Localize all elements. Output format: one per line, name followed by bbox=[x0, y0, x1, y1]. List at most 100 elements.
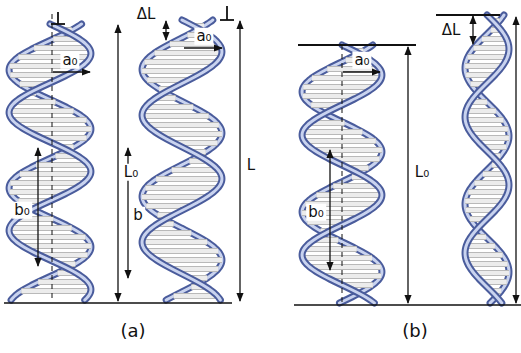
base-pair bbox=[172, 168, 219, 172]
base-pair bbox=[9, 226, 71, 230]
length-label: L₀ bbox=[413, 164, 431, 181]
base-pair bbox=[34, 45, 89, 51]
base-pair bbox=[156, 177, 222, 181]
base-pair bbox=[155, 51, 222, 55]
dimension-arrow bbox=[165, 21, 166, 40]
base-pair bbox=[302, 130, 362, 134]
panel-label: (b) bbox=[400, 321, 429, 341]
length-change: ΔL bbox=[135, 6, 158, 23]
top-line bbox=[436, 14, 500, 16]
base-pair bbox=[11, 235, 85, 239]
helix-group bbox=[9, 15, 509, 303]
base-pair bbox=[465, 199, 503, 203]
base-pair bbox=[21, 289, 90, 293]
dimension-arrow bbox=[407, 47, 408, 303]
dimension-arrow bbox=[53, 71, 90, 72]
base-pair bbox=[9, 109, 73, 113]
axis-line bbox=[52, 14, 53, 300]
base-pair bbox=[38, 280, 88, 284]
base-pair bbox=[147, 122, 219, 128]
baseline bbox=[4, 302, 232, 303]
base-pair bbox=[11, 234, 85, 240]
dna-helix bbox=[465, 15, 509, 303]
dimension-arrow bbox=[343, 71, 380, 72]
base-pair bbox=[303, 85, 374, 89]
base-pair bbox=[36, 163, 88, 167]
base-pair bbox=[468, 261, 508, 267]
panel-label: (a) bbox=[118, 321, 147, 341]
base-pair bbox=[146, 186, 218, 190]
base-pair bbox=[9, 108, 73, 114]
dimension-arrow bbox=[184, 47, 222, 48]
base-pair bbox=[302, 256, 372, 260]
base-pair bbox=[145, 59, 217, 65]
base-pair bbox=[310, 264, 381, 270]
base-pair bbox=[142, 113, 209, 119]
guide-group bbox=[4, 6, 521, 305]
radius-label: a₀ bbox=[60, 52, 79, 69]
base-pair bbox=[142, 195, 207, 199]
strand-fill bbox=[142, 20, 222, 300]
end-tick bbox=[57, 12, 59, 24]
base-pair bbox=[314, 148, 382, 152]
base-pair bbox=[10, 181, 83, 185]
length-change: ΔL bbox=[440, 22, 463, 39]
top-line bbox=[298, 44, 416, 46]
base-pair bbox=[465, 252, 502, 258]
base-pair bbox=[34, 46, 89, 50]
strand-fill bbox=[9, 24, 91, 300]
baseline bbox=[294, 304, 521, 305]
base-pair bbox=[317, 192, 382, 198]
strand-fill bbox=[9, 24, 91, 300]
dimension-arrow bbox=[37, 148, 38, 266]
dimension-arrow bbox=[329, 150, 330, 270]
strand-fill bbox=[465, 15, 509, 303]
base-pair bbox=[20, 172, 91, 176]
strand-outline bbox=[465, 15, 509, 303]
base-pair bbox=[304, 139, 376, 143]
base-pair bbox=[146, 249, 218, 253]
dna-helix bbox=[9, 24, 91, 300]
base-pair bbox=[466, 108, 496, 114]
base-pair bbox=[146, 185, 218, 191]
base-pair bbox=[465, 117, 503, 123]
strand-fill bbox=[142, 20, 222, 300]
strand-outline bbox=[9, 24, 91, 300]
base-pair bbox=[21, 288, 90, 294]
dna-helix bbox=[302, 45, 382, 303]
base-pair bbox=[468, 189, 508, 195]
base-pair bbox=[317, 193, 382, 197]
base-pair bbox=[468, 55, 508, 59]
base-pair bbox=[310, 265, 381, 269]
base-pair bbox=[147, 123, 219, 127]
base-pair bbox=[9, 225, 71, 231]
base-pair bbox=[142, 69, 205, 73]
base-pair bbox=[36, 162, 88, 168]
base-pair bbox=[304, 138, 376, 144]
base-pair bbox=[12, 117, 86, 123]
base-pair bbox=[146, 231, 191, 235]
base-pair bbox=[474, 45, 509, 51]
base-pair bbox=[468, 126, 508, 132]
strand-outline bbox=[142, 20, 222, 300]
radius-label: a₀ bbox=[352, 52, 371, 69]
base-pair bbox=[145, 104, 193, 110]
strand-fill bbox=[465, 15, 509, 303]
base-pair bbox=[312, 75, 382, 81]
radius-label: a₀ bbox=[194, 28, 213, 45]
base-pair bbox=[156, 176, 222, 182]
end-tick bbox=[226, 6, 228, 20]
base-pair bbox=[302, 129, 362, 135]
base-pair bbox=[468, 54, 508, 60]
end-tick bbox=[220, 19, 234, 21]
length-label: L₀ bbox=[122, 164, 140, 181]
base-pair bbox=[302, 255, 372, 261]
base-pair bbox=[465, 253, 502, 257]
end-tick bbox=[51, 23, 65, 25]
base-pair bbox=[475, 181, 509, 185]
base-pair bbox=[468, 127, 508, 131]
base-pair bbox=[145, 60, 217, 64]
base-pair bbox=[465, 64, 502, 68]
strand-outline bbox=[142, 20, 222, 300]
